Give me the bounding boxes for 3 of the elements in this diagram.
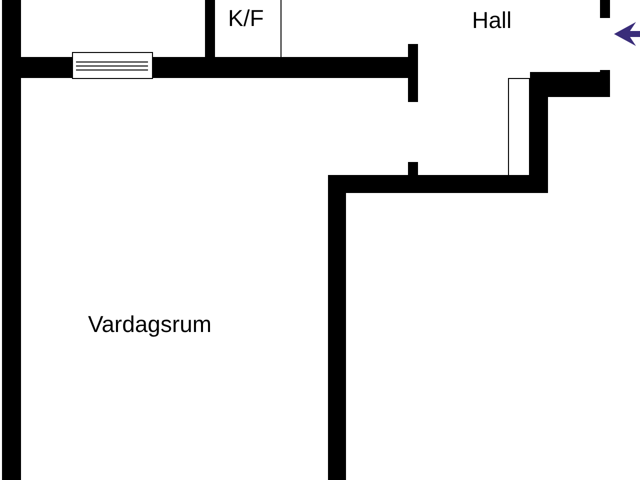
room-label: K/F bbox=[228, 7, 264, 30]
room-label: Vardagsrum bbox=[88, 313, 212, 336]
room-label: Hall bbox=[472, 9, 512, 32]
